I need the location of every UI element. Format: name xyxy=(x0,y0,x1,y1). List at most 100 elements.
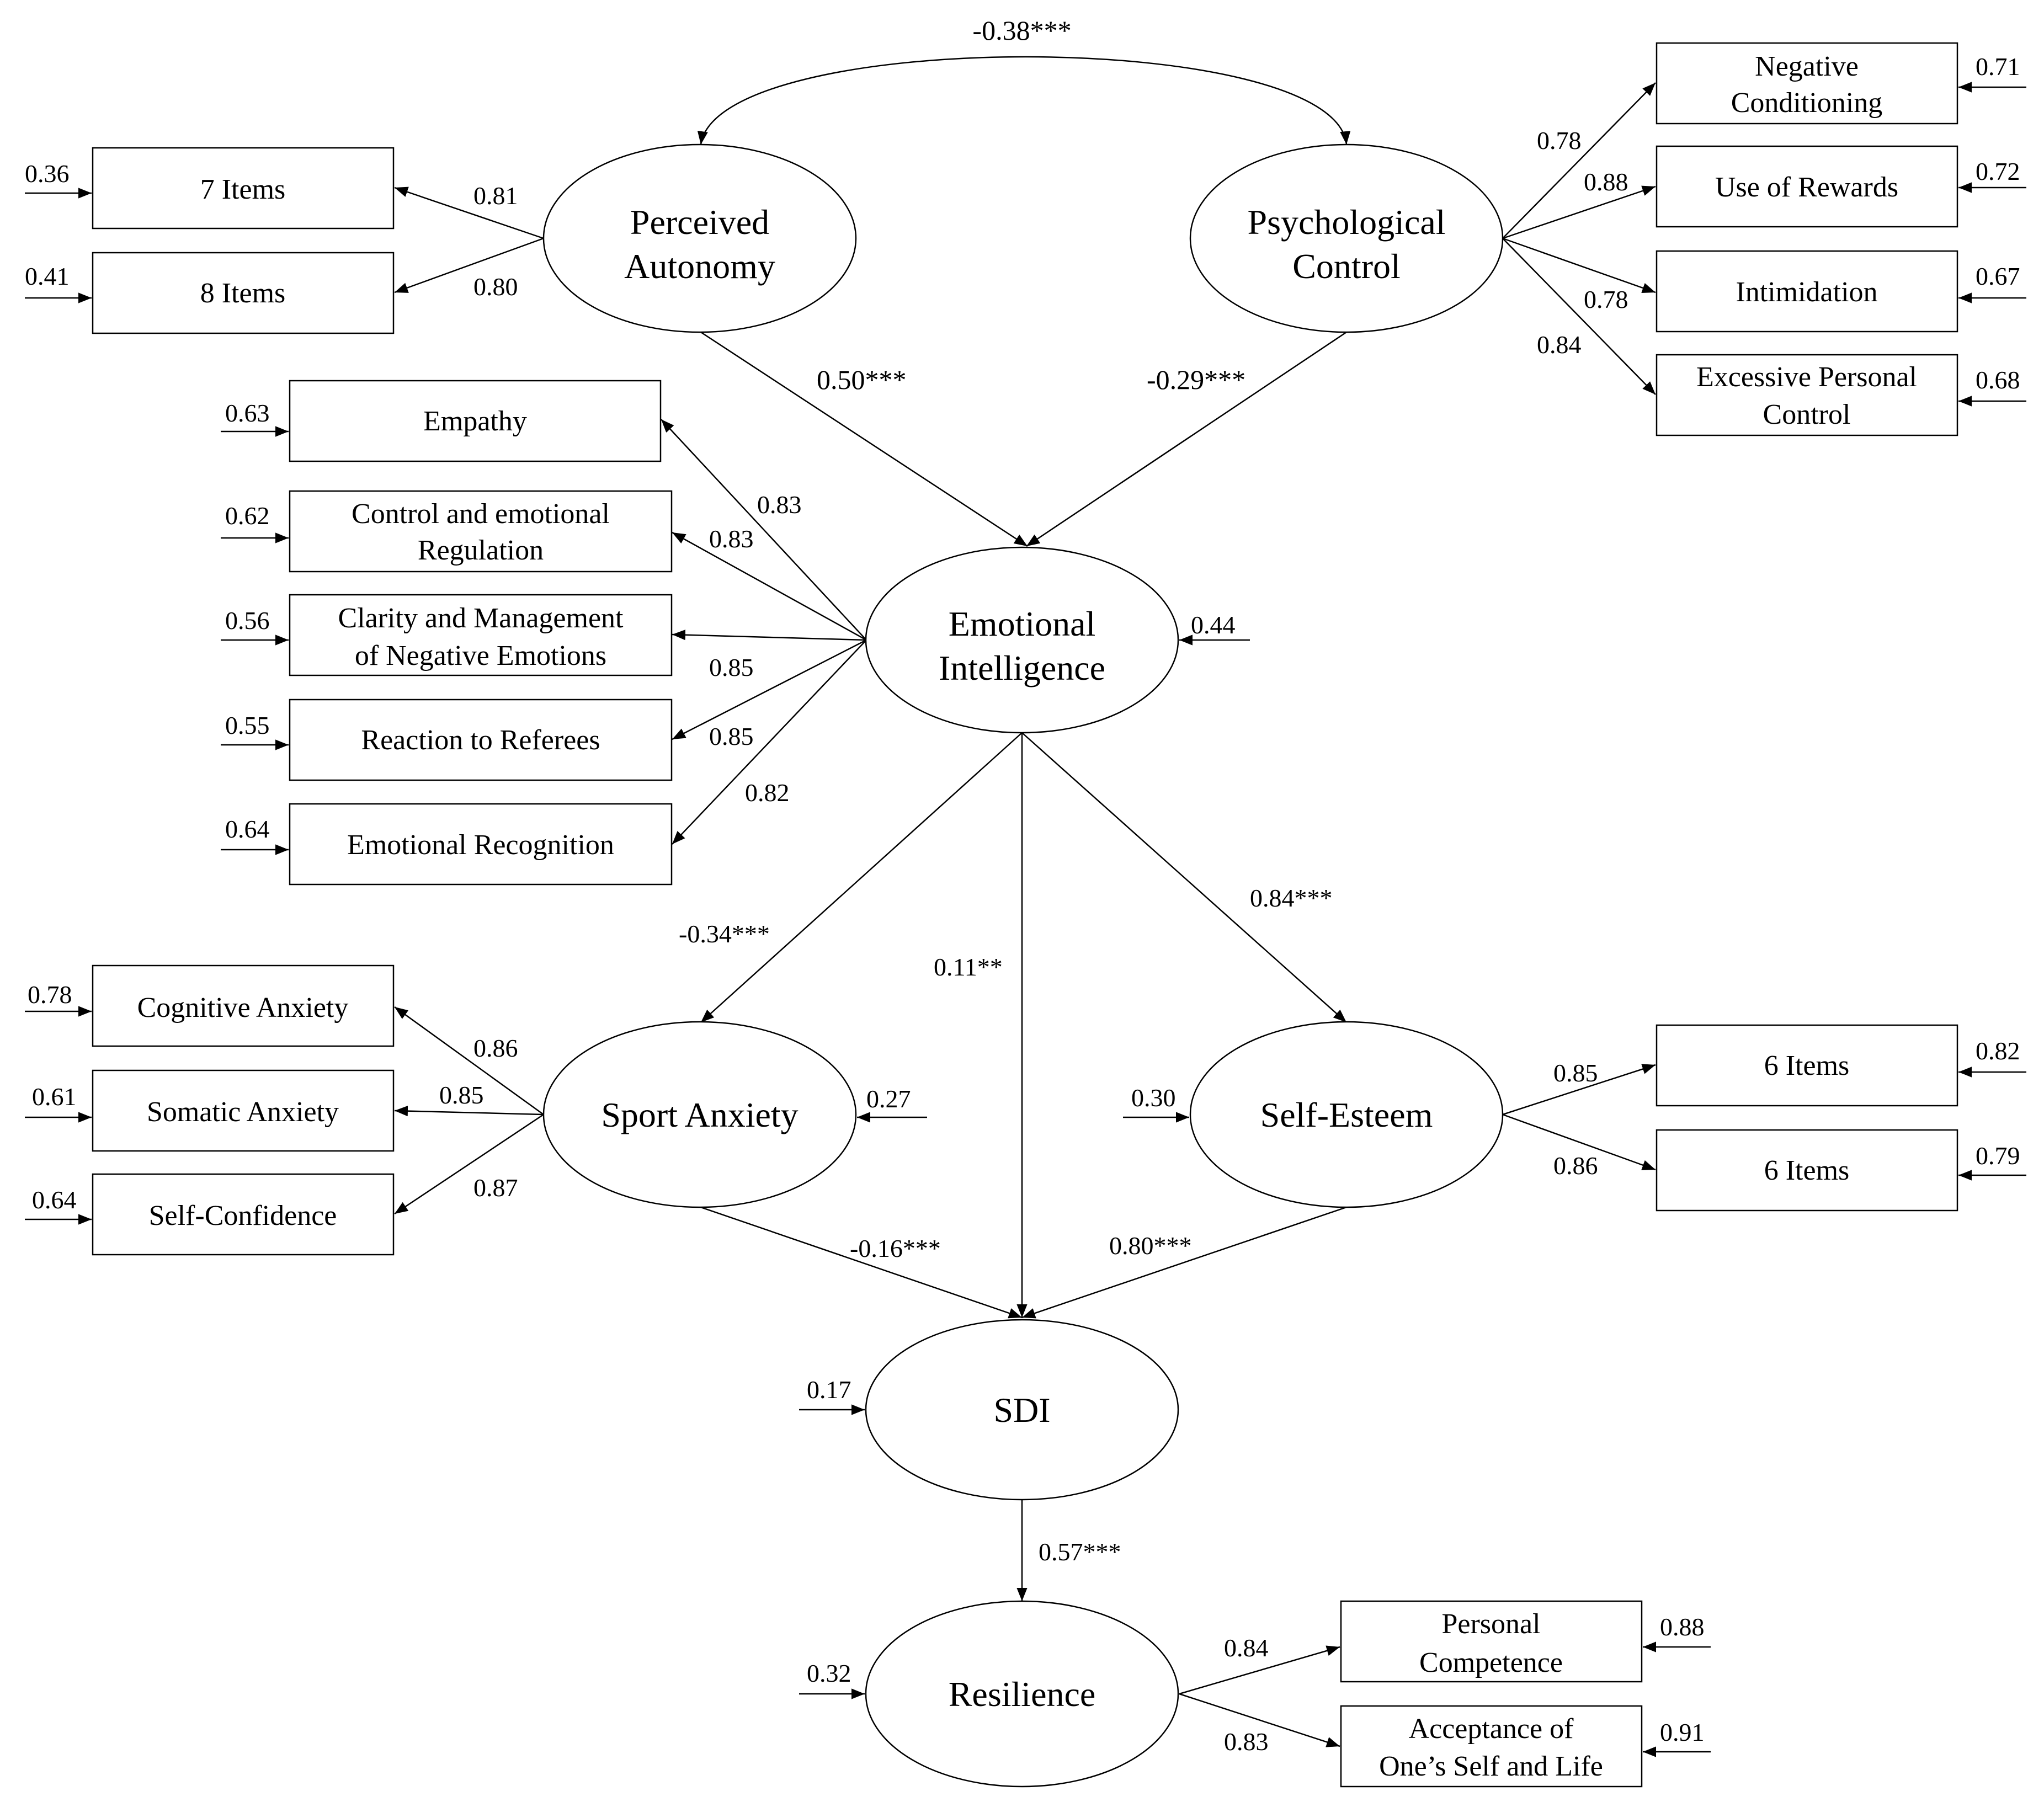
indicator-self-esteem-6-items-b-label: 6 Items xyxy=(1764,1155,1850,1186)
indicator-self-esteem-6-items-b xyxy=(1656,1129,1958,1212)
error-empathy: 0.63 xyxy=(225,399,270,427)
indicator-excessive-personal-control xyxy=(1656,354,1958,436)
loading-personal-competence: 0.84 xyxy=(1224,1634,1269,1662)
coef-ei-to-sa: -0.34*** xyxy=(679,920,770,948)
latent-psychological-control-label-2: Control xyxy=(1292,247,1401,286)
indicator-personal-competence-label-2: Competence xyxy=(1419,1647,1563,1678)
psychological-control-block: 0.78 0.88 0.78 0.84 Negative Conditionin… xyxy=(1189,42,2026,436)
latent-perceived-autonomy xyxy=(542,143,857,333)
error-resilience: 0.32 xyxy=(807,1659,851,1687)
indicator-acceptance-self-life-label-2: One’s Self and Life xyxy=(1379,1751,1603,1782)
path-sa-to-sdi xyxy=(700,1206,1023,1319)
indicator-emotional-recognition xyxy=(289,803,673,886)
indicator-self-esteem-6-items-a xyxy=(1656,1024,1958,1107)
indicator-intimidation-label: Intimidation xyxy=(1736,276,1877,308)
indicator-8-items-label: 8 Items xyxy=(200,278,286,309)
coef-pc-to-ei: -0.29*** xyxy=(1147,364,1245,395)
latent-self-esteem-label: Self-Esteem xyxy=(1260,1095,1433,1134)
path-ei-to-se xyxy=(1021,732,1347,1023)
indicator-reaction-to-referees xyxy=(289,699,673,781)
indicator-emotional-recognition-label: Emotional Recognition xyxy=(347,829,614,861)
indicator-clarity-management xyxy=(289,594,673,676)
indicator-somatic-anxiety-label: Somatic Anxiety xyxy=(147,1096,339,1128)
loading-self-esteem-6-items-a: 0.85 xyxy=(1553,1059,1598,1087)
path-pa-to-ei xyxy=(700,331,1028,547)
indicator-empathy-label: Empathy xyxy=(423,406,527,437)
loading-self-confidence: 0.87 xyxy=(473,1174,518,1202)
latent-sdi xyxy=(865,1319,1179,1501)
indicator-clarity-management-label-1: Clarity and Management xyxy=(338,603,624,634)
error-control-emotional-regulation: 0.62 xyxy=(225,502,270,530)
latent-perceived-autonomy-label-2: Autonomy xyxy=(624,247,775,286)
indicator-use-of-rewards xyxy=(1656,145,1958,228)
indicator-self-esteem-6-items-a-label: 6 Items xyxy=(1764,1050,1850,1081)
latent-emotional-intelligence-label-2: Intelligence xyxy=(939,648,1105,687)
coef-ei-to-sdi: 0.11** xyxy=(934,953,1003,981)
error-7-items: 0.36 xyxy=(25,159,70,188)
error-emotional-intelligence: 0.44 xyxy=(1191,611,1236,639)
indicator-control-emotional-regulation xyxy=(289,490,673,573)
indicator-negative-conditioning xyxy=(1656,42,1958,125)
error-intimidation: 0.67 xyxy=(1976,262,2020,290)
loading-cognitive-anxiety: 0.86 xyxy=(473,1034,518,1062)
indicator-intimidation xyxy=(1656,250,1958,333)
indicator-self-confidence-label: Self-Confidence xyxy=(149,1200,337,1231)
error-8-items: 0.41 xyxy=(25,262,70,290)
error-personal-competence: 0.88 xyxy=(1660,1613,1705,1641)
indicator-acceptance-self-life xyxy=(1340,1705,1643,1788)
error-cognitive-anxiety: 0.78 xyxy=(28,980,72,1009)
coef-ei-to-se: 0.84*** xyxy=(1250,884,1333,912)
latent-emotional-intelligence xyxy=(865,546,1179,734)
covariance-label: -0.38*** xyxy=(972,15,1071,46)
loading-emotional-recognition: 0.82 xyxy=(745,779,790,807)
error-somatic-anxiety: 0.61 xyxy=(32,1083,77,1111)
indicator-self-confidence xyxy=(92,1173,395,1256)
latent-psychological-control-label-1: Psychological xyxy=(1247,202,1445,242)
latent-perceived-autonomy-label-1: Perceived xyxy=(630,202,769,242)
coef-sa-to-sdi: -0.16*** xyxy=(850,1234,941,1262)
error-self-esteem: 0.30 xyxy=(1131,1084,1176,1112)
resilience-block: 0.84 0.83 Personal Competence Acceptance… xyxy=(799,1600,1711,1788)
latent-sport-anxiety-label: Sport Anxiety xyxy=(601,1095,798,1134)
indicator-reaction-to-referees-label: Reaction to Referees xyxy=(361,724,600,756)
error-emotional-recognition: 0.64 xyxy=(225,815,270,843)
sport-anxiety-block: 0.86 0.85 0.87 Cognitive Anxiety Somatic… xyxy=(25,964,927,1256)
indicator-negative-conditioning-label-1: Negative xyxy=(1755,51,1859,82)
path-se-to-sdi xyxy=(1021,1206,1347,1319)
loading-8-items: 0.80 xyxy=(473,273,518,301)
error-sdi: 0.17 xyxy=(807,1376,851,1404)
indicator-cognitive-anxiety-label: Cognitive Anxiety xyxy=(137,992,349,1023)
latent-sdi-label: SDI xyxy=(993,1390,1050,1430)
indicator-7-items xyxy=(92,147,395,230)
loading-intimidation: 0.78 xyxy=(1584,285,1628,313)
covariance-arc xyxy=(697,56,1351,145)
indicator-personal-competence-label-1: Personal xyxy=(1441,1608,1540,1640)
loading-use-of-rewards: 0.88 xyxy=(1584,168,1628,196)
latent-sport-anxiety xyxy=(542,1021,857,1208)
indicator-acceptance-self-life-label-1: Acceptance of xyxy=(1409,1713,1574,1745)
error-self-esteem-6-items-b: 0.79 xyxy=(1976,1142,2020,1170)
indicator-cognitive-anxiety xyxy=(92,964,395,1047)
indicator-7-items-label: 7 Items xyxy=(200,174,286,205)
loading-control-emotional-regulation: 0.83 xyxy=(709,525,754,553)
latent-psychological-control xyxy=(1189,143,1504,333)
indicator-excessive-personal-control-label-1: Excessive Personal xyxy=(1696,361,1917,393)
loading-excessive-personal-control: 0.84 xyxy=(1537,330,1582,359)
error-use-of-rewards: 0.72 xyxy=(1976,157,2020,185)
indicator-excessive-personal-control-label-2: Control xyxy=(1763,399,1851,430)
error-negative-conditioning: 0.71 xyxy=(1976,52,2020,81)
perceived-autonomy-block: 0.81 0.80 7 Items 8 Items 0.36 0.41 Perc… xyxy=(25,143,857,334)
emotional-intelligence-block: 0.83 0.83 0.85 0.85 0.82 Empathy Control… xyxy=(221,380,1250,886)
coef-sdi-to-res: 0.57*** xyxy=(1039,1538,1121,1566)
loading-acceptance-self-life: 0.83 xyxy=(1224,1728,1269,1756)
loading-7-items: 0.81 xyxy=(473,182,518,210)
path-pc-to-ei xyxy=(1026,331,1347,547)
structural-arrows xyxy=(700,331,1347,1601)
sdi-block: SDI 0.17 xyxy=(799,1319,1179,1501)
error-clarity-management: 0.56 xyxy=(225,606,270,635)
indicator-empathy xyxy=(289,380,662,462)
latent-resilience xyxy=(865,1600,1179,1788)
indicator-control-emotional-regulation-label-1: Control and emotional xyxy=(352,498,610,530)
loading-self-esteem-6-items-b: 0.86 xyxy=(1553,1151,1598,1180)
